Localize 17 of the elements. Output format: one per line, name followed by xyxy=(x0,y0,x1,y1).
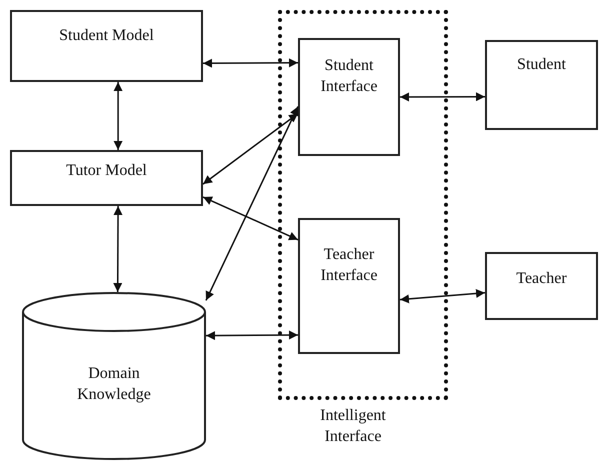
arrow xyxy=(203,58,298,68)
model-box: Student Model xyxy=(10,10,203,82)
group-label: Intelligent Interface xyxy=(319,406,387,447)
arrow xyxy=(205,106,299,301)
arrow xyxy=(400,289,486,304)
arrow xyxy=(202,112,298,185)
arrow xyxy=(202,196,298,240)
arrow xyxy=(206,330,298,340)
model-box: Tutor Model xyxy=(10,150,203,206)
arrow xyxy=(114,82,123,150)
database-cylinder: Domain Knowledge xyxy=(22,292,206,460)
interface-box: Teacher Interface xyxy=(298,218,400,354)
actor-box: Teacher xyxy=(485,252,598,320)
interface-box: Student Interface xyxy=(298,38,400,156)
arrow xyxy=(113,206,123,292)
actor-box: Student xyxy=(485,40,598,130)
arrow xyxy=(400,92,485,102)
